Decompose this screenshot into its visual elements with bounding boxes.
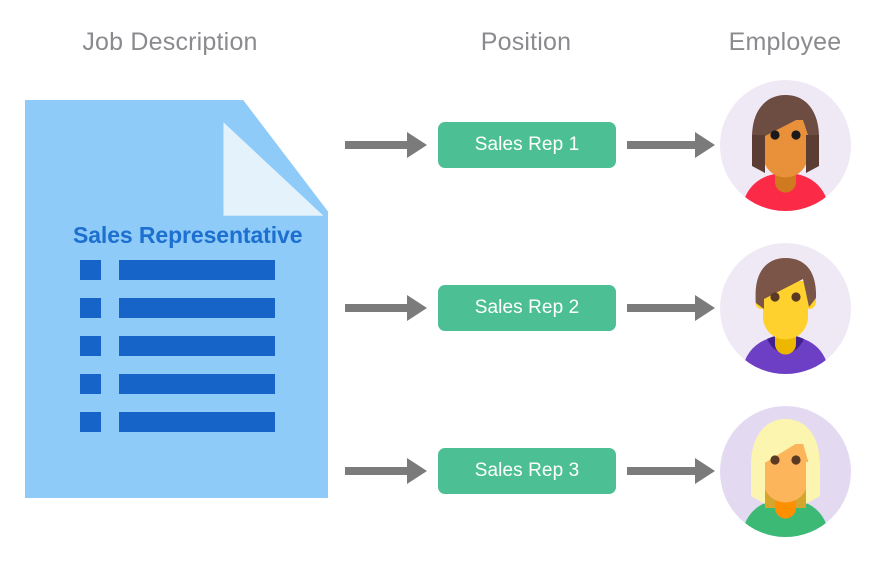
line-placeholder-bar (119, 260, 275, 280)
employee-avatar-2 (720, 243, 851, 374)
avatar-1-artwork (742, 95, 829, 211)
line-placeholder-bar (119, 374, 275, 394)
job-description-document: Sales Representative (25, 100, 328, 498)
arrow-head (407, 458, 427, 484)
arrow-shaft (627, 141, 697, 149)
bullet-square-icon (80, 412, 101, 432)
arrow-shaft (345, 141, 409, 149)
arrow-shaft (345, 467, 409, 475)
arrow-right-icon (345, 132, 427, 158)
employee-avatar-1 (720, 80, 851, 211)
arrow-right-icon (627, 458, 715, 484)
line-placeholder-bar (119, 298, 275, 318)
avatar-2-artwork (742, 258, 829, 374)
position-card-sales-rep-1[interactable]: Sales Rep 1 (438, 122, 616, 168)
column-header-employee: Employee (728, 28, 842, 56)
bullet-square-icon (80, 374, 101, 394)
bullet-square-icon (80, 298, 101, 318)
arrow-head (695, 458, 715, 484)
arrow-head (695, 295, 715, 321)
employee-avatar-3 (720, 406, 851, 537)
document-title: Sales Representative (73, 222, 303, 248)
arrow-head (695, 132, 715, 158)
arrow-shaft (345, 304, 409, 312)
bullet-square-icon (80, 336, 101, 356)
arrow-head (407, 132, 427, 158)
arrow-shaft (627, 467, 697, 475)
line-placeholder-bar (119, 336, 275, 356)
position-card-sales-rep-3[interactable]: Sales Rep 3 (438, 448, 616, 494)
bullet-square-icon (80, 260, 101, 280)
position-card-sales-rep-2[interactable]: Sales Rep 2 (438, 285, 616, 331)
column-header-position: Position (480, 28, 572, 56)
column-header-job-description: Job Description (82, 28, 258, 56)
line-placeholder-bar (119, 412, 275, 432)
arrow-right-icon (627, 295, 715, 321)
arrow-right-icon (627, 132, 715, 158)
arrow-right-icon (345, 295, 427, 321)
arrow-shaft (627, 304, 697, 312)
avatar-3-artwork (742, 419, 829, 537)
arrow-head (407, 295, 427, 321)
arrow-right-icon (345, 458, 427, 484)
